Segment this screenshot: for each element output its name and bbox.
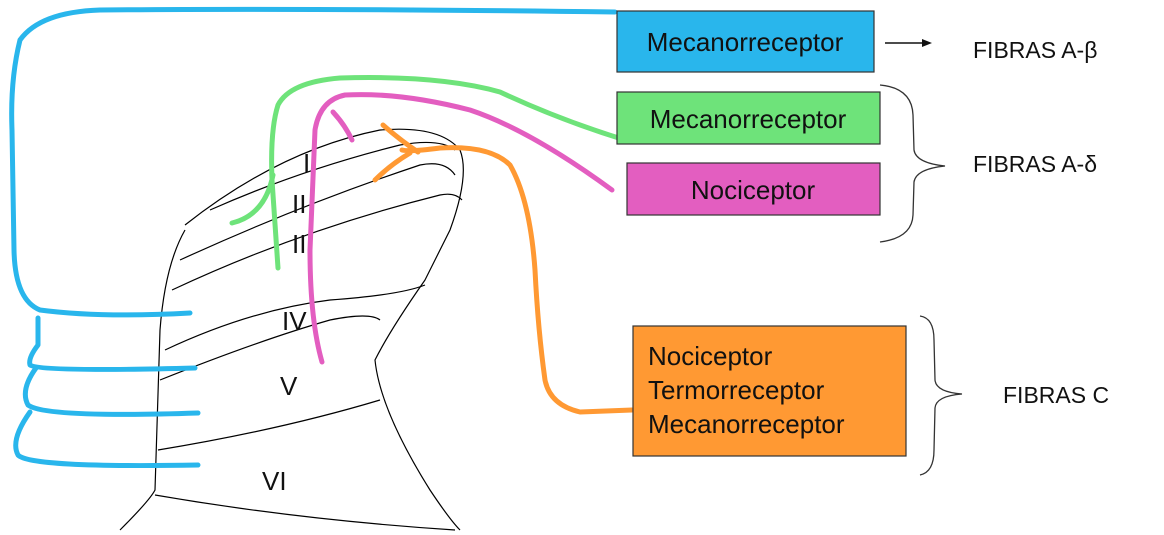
c-fiber-path [402, 148, 632, 412]
a-delta-noci-fiber-path [310, 95, 612, 362]
a-delta-brace [880, 85, 945, 242]
c-fiber-branch-down [375, 153, 410, 180]
lamina-label-v: V [280, 371, 298, 401]
a-delta-mechano-fiber-branch [232, 175, 273, 223]
lamina-boundary-3 [172, 194, 462, 290]
a-beta-arrow-head [922, 39, 932, 47]
c-fiber-brace [920, 316, 962, 475]
a-beta-receptor-box: Mecanorreceptor [617, 11, 874, 72]
lamina-label-i: I [303, 148, 310, 178]
dorsal-horn-left-edge [120, 230, 185, 530]
dorsal-horn-bottom-edge [155, 495, 455, 530]
c-fiber-receptor-box: Nociceptor Termorreceptor Mecanorrecepto… [633, 326, 906, 456]
lamina-boundary-2 [180, 164, 455, 260]
c-receptor-label-3: Mecanorreceptor [648, 409, 845, 439]
fiber-group-c: FIBRAS C [1003, 382, 1109, 408]
lamina-label-ii: II [292, 189, 306, 219]
a-beta-fiber-branch-1 [30, 318, 195, 369]
lamina-label-vi: VI [262, 466, 287, 496]
a-delta-mechano-label: Mecanorreceptor [650, 104, 847, 134]
fiber-group-a-beta: FIBRAS A-β [973, 37, 1097, 63]
dorsal-horn-top-edge [185, 129, 463, 530]
lamina-boundary-6 [158, 400, 380, 450]
a-beta-receptor-label: Mecanorreceptor [647, 27, 844, 57]
a-beta-fiber-branch-3 [16, 412, 198, 466]
fiber-group-a-delta: FIBRAS A-δ [973, 151, 1097, 177]
a-delta-mechano-fiber [232, 78, 625, 268]
a-beta-arrow [885, 39, 932, 47]
c-receptor-label-2: Termorreceptor [648, 375, 825, 405]
a-delta-noci-box: Nociceptor [627, 163, 880, 215]
a-delta-mechano-box: Mecanorreceptor [617, 92, 880, 144]
c-receptor-label-1: Nociceptor [648, 341, 773, 371]
lamina-labels: I II III IV V VI [262, 148, 314, 496]
a-delta-noci-label: Nociceptor [691, 175, 816, 205]
a-delta-noci-fiber-branch [333, 112, 352, 140]
a-delta-noci-fiber [310, 95, 612, 362]
c-fiber [375, 125, 632, 412]
lamina-label-iv: IV [282, 306, 307, 336]
